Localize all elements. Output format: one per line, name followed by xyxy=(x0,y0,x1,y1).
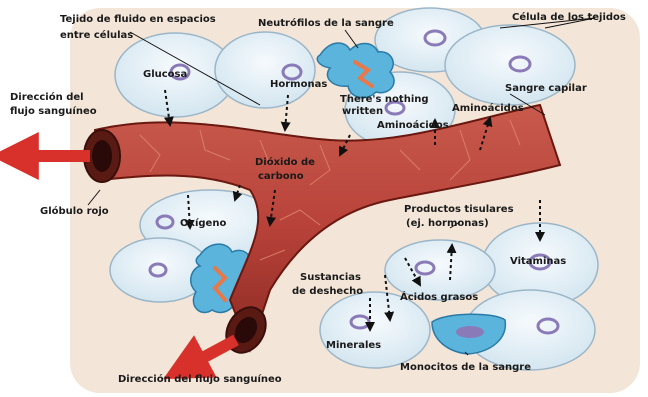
label-vitaminas: Vitaminas xyxy=(510,256,566,268)
label-productos-2: (ej. hormonas) xyxy=(406,218,489,230)
label-aminoacidos-2: Aminoácidos xyxy=(377,120,449,132)
label-minerales: Minerales xyxy=(326,340,381,352)
label-tejido-fluido: Tejido de fluido en espacios xyxy=(60,14,216,26)
label-globulo-rojo: Glóbulo rojo xyxy=(40,206,109,218)
label-productos-1: Productos tisulares xyxy=(404,204,514,216)
label-dioxido-1: Dióxido de xyxy=(255,157,315,169)
label-sustancias-1: Sustancias xyxy=(300,272,361,284)
label-oxigeno: Oxígeno xyxy=(180,218,226,230)
label-neutrofilos: Neutrófilos de la sangre xyxy=(258,18,394,30)
label-celula-tejidos: Célula de los tejidos xyxy=(512,12,626,24)
label-direccion-flujo-1: Dirección del xyxy=(10,92,84,104)
label-acidos-grasos: Ácidos grasos xyxy=(400,292,478,304)
label-dioxido-2: carbono xyxy=(258,171,304,183)
label-written: written xyxy=(342,106,383,118)
label-glucosa: Glucosa xyxy=(143,69,187,81)
label-theres-nothing: There's nothing xyxy=(340,94,429,106)
label-monocitos: Monocitos de la sangre xyxy=(400,362,531,374)
label-direccion-flujo-bottom: Dirección del flujo sanguíneo xyxy=(118,374,282,386)
label-direccion-flujo-2: flujo sanguíneo xyxy=(10,106,97,118)
label-sangre-capilar: Sangre capilar xyxy=(505,83,587,95)
label-sustancias-2: de deshecho xyxy=(292,286,363,298)
tissue-cell xyxy=(385,240,495,300)
label-hormonas: Hormonas xyxy=(270,79,327,91)
label-aminoacidos-1: Aminoácidos xyxy=(452,103,524,115)
monocyte-nucleus xyxy=(456,326,484,338)
label-tejido-fluido-2: entre células xyxy=(60,30,133,42)
